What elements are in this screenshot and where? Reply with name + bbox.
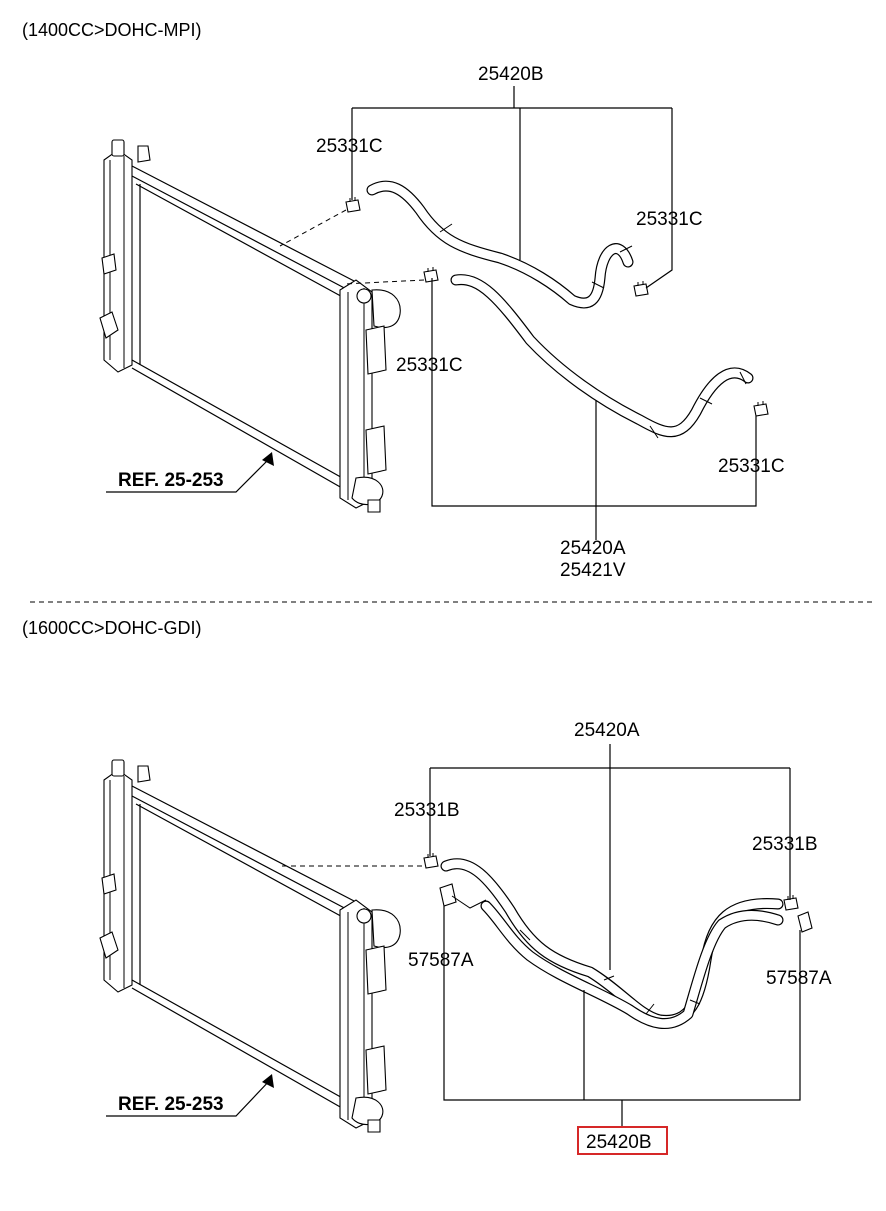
highlight-box xyxy=(577,1126,668,1155)
hose-clamp-icon xyxy=(423,852,439,869)
label-clamp-lower-right: 25331C xyxy=(718,456,785,477)
ref-label-mpi: REF. 25-253 xyxy=(118,470,224,491)
label-clamp-upper-left: 25331C xyxy=(316,136,383,157)
label-25420a-gdi: 25420A xyxy=(574,720,640,741)
radiator-illustration xyxy=(99,139,401,513)
label-bracket-right-gdi: 57587A xyxy=(766,968,832,989)
label-clamp-left-gdi: 25331B xyxy=(394,800,460,821)
hose-clamp-icon xyxy=(423,266,439,283)
label-25420b: 25420B xyxy=(478,64,544,85)
reference-arrow-icon xyxy=(262,1074,274,1088)
section-1400cc-mpi: (1400CC>DOHC-MPI) 25420B 25331C xyxy=(22,20,785,581)
label-clamp-lower-left: 25331C xyxy=(396,355,463,376)
radiator-icon xyxy=(99,139,401,513)
label-clamp-upper-right: 25331C xyxy=(636,209,703,230)
hose-clamp-icon xyxy=(753,400,769,417)
label-bracket-left-gdi: 57587A xyxy=(408,950,474,971)
label-25421v: 25421V xyxy=(560,560,626,581)
radiator-illustration xyxy=(99,759,401,1133)
hose-clamp-icon xyxy=(633,280,649,297)
reference-arrow-icon xyxy=(262,452,274,466)
section-header-gdi: (1600CC>DOHC-GDI) xyxy=(22,618,202,638)
twin-hose-assembly xyxy=(440,858,784,1030)
ref-label-gdi: REF. 25-253 xyxy=(118,1094,224,1115)
label-25420b-gdi-highlighted[interactable]: 25420B xyxy=(586,1132,652,1153)
label-clamp-right-gdi: 25331B xyxy=(752,834,818,855)
radiator-icon xyxy=(99,759,401,1133)
hose-icon xyxy=(480,900,784,1030)
section-header-mpi: (1400CC>DOHC-MPI) xyxy=(22,20,202,40)
hose-clamp-icon xyxy=(345,196,361,213)
hose-bracket-icon xyxy=(797,911,813,933)
label-25420a: 25420A xyxy=(560,538,626,559)
hose-clamp-icon xyxy=(783,894,799,911)
section-1600cc-gdi: (1600CC>DOHC-GDI) 25420A 25331B 25331B 5… xyxy=(22,618,832,1155)
hose-bracket-icon xyxy=(439,883,457,907)
upper-hose-25420b xyxy=(366,180,634,309)
lower-hose-25420a xyxy=(450,274,754,439)
